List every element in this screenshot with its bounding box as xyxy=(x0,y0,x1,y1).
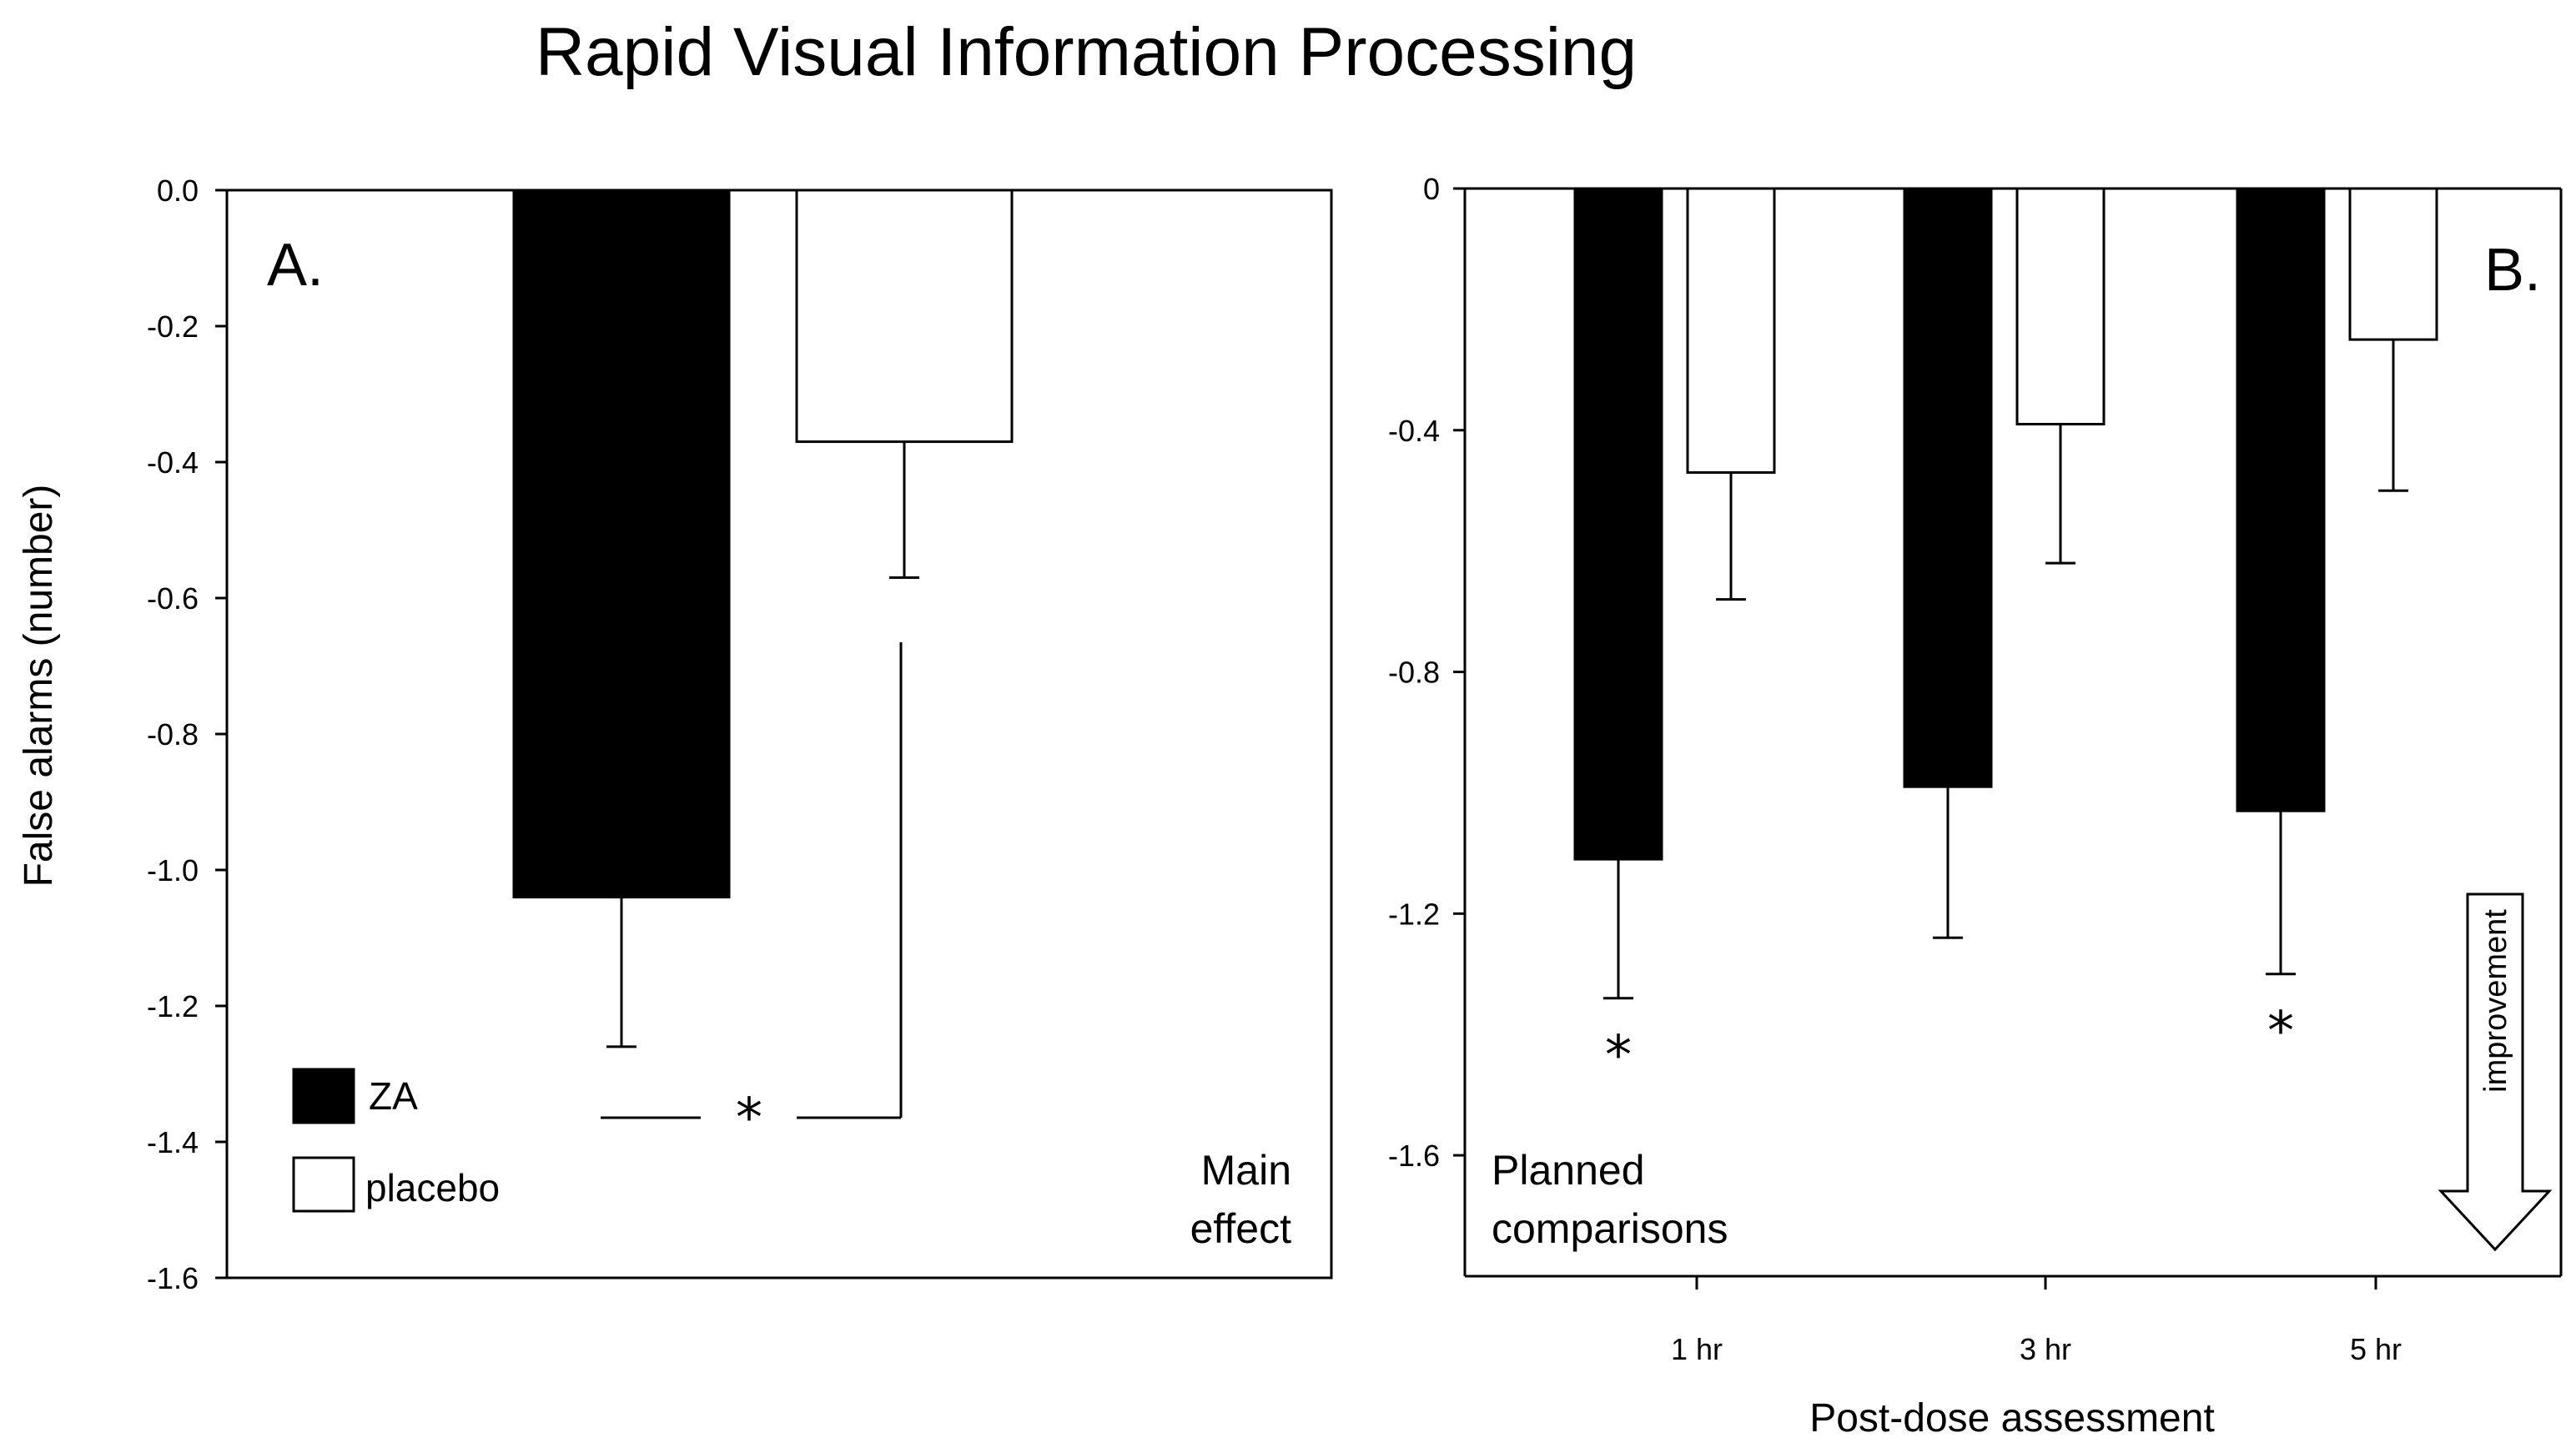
panel-a-y-tick-label: -1.6 xyxy=(147,1261,199,1295)
legend-label-za: ZA xyxy=(369,1074,418,1118)
panel-b-y-tick-label: -1.2 xyxy=(1388,897,1440,931)
improvement-arrow-icon xyxy=(2438,892,2553,1252)
panel-b-y-tick-label: -1.6 xyxy=(1388,1139,1440,1173)
za-bar xyxy=(512,189,731,899)
panel-b-y-tick-label: -0.4 xyxy=(1388,414,1440,448)
significance-star: * xyxy=(2267,1001,2294,1063)
placebo-bar xyxy=(795,189,1014,444)
significance-star: * xyxy=(736,1088,762,1149)
panel-b-x-tick-label: 1 hr xyxy=(1671,1332,1723,1366)
panel-a-y-tick-label: -0.2 xyxy=(147,309,199,344)
panel-a-note: Main xyxy=(1201,1147,1291,1194)
panel-b-y-tick-label: 0 xyxy=(1423,172,1440,206)
placebo-bar xyxy=(1686,187,1776,474)
panel-a-y-tick-label: -0.6 xyxy=(147,581,199,616)
panel-b-x-tick-label: 5 hr xyxy=(2350,1332,2402,1366)
panel-a-y-tick-label: 0.0 xyxy=(157,173,199,208)
legend-swatch-placebo xyxy=(292,1156,355,1213)
panel-a-y-tick-label: -1.0 xyxy=(147,853,199,887)
x-axis-label: Post-dose assessment xyxy=(1809,1396,2215,1440)
panel-a-chart: 0.0 -0.2 -0.4 -0.6 -0.8 -1.0 -1.2 -1.4 -1.6 * A. Ma… xyxy=(147,173,1333,1295)
panel-a-y-tick-label: -1.4 xyxy=(147,1125,199,1159)
panel-b-chart: 0 -0.4 -0.8 -1.2 -1.6 1 hr * 3 hr 5 hr * B. Planned… xyxy=(1388,172,2563,1440)
panel-b-label: B. xyxy=(2484,237,2541,304)
panel-b-y-tick-label: -0.8 xyxy=(1388,656,1440,690)
panel-a-label: A. xyxy=(267,232,324,299)
panel-a-y-tick-label: -1.2 xyxy=(147,989,199,1023)
panel-a-note: effect xyxy=(1190,1205,1291,1252)
za-bar xyxy=(1903,187,1993,788)
legend-label-placebo: placebo xyxy=(365,1166,500,1209)
legend-swatch-za xyxy=(292,1068,355,1124)
placebo-bar xyxy=(2015,187,2106,426)
panel-b-note: comparisons xyxy=(1492,1205,1728,1252)
chart-title: Rapid Visual Information Processing xyxy=(536,14,1637,90)
significance-star: * xyxy=(1605,1025,1632,1087)
y-axis-label: False alarms (number) xyxy=(17,485,61,887)
panel-a-y-tick-label: -0.8 xyxy=(147,717,199,752)
placebo-bar xyxy=(2348,187,2438,341)
panel-a-y-tick-label: -0.4 xyxy=(147,445,199,480)
improvement-label: improvement xyxy=(2478,909,2513,1093)
za-bar xyxy=(2236,187,2326,812)
panel-b-x-tick-label: 3 hr xyxy=(2020,1332,2071,1366)
za-bar xyxy=(1573,187,1663,861)
panel-b-note: Planned xyxy=(1492,1147,1645,1194)
